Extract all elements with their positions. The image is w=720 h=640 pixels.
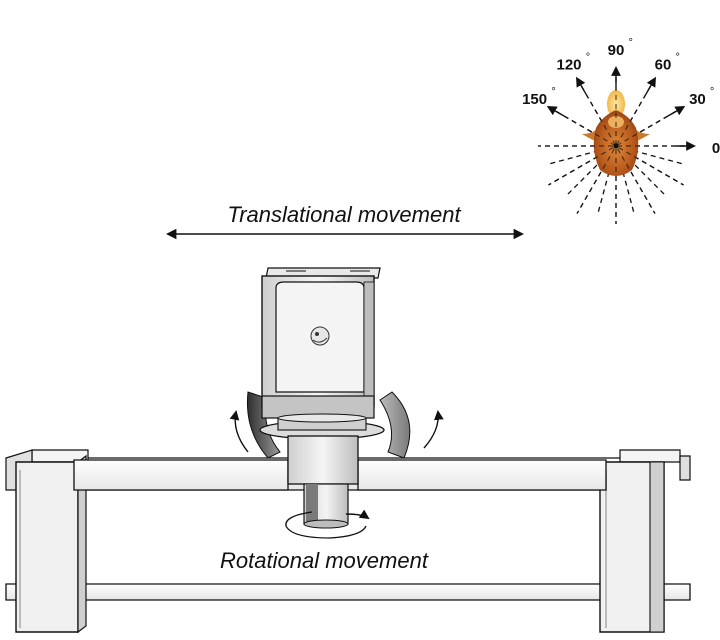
left-support [5,449,89,634]
angle-label: 60 [655,57,672,74]
angle-arrow-icon [645,76,656,95]
camera-lower-body [287,435,359,485]
degree-symbol: ° [551,86,555,98]
angle-arrow-icon [546,106,565,117]
tilt-arrow-right-icon [423,410,444,449]
degree-symbol: ° [710,86,714,98]
center-point [613,143,619,149]
right-support [599,449,691,633]
camera-lens [303,483,349,529]
spoke-line [548,106,684,186]
spoke-line [548,106,684,186]
camera-collar [259,413,385,440]
angle-label: 150 [522,91,547,108]
angle-arrow-icon [667,106,686,117]
spoke-line [576,78,656,214]
rotational-movement-label: Rotational movement [220,548,429,573]
degree-symbol: ° [629,37,633,49]
brand-logo-icon [310,326,330,346]
rotation-arc [246,391,411,459]
angle-arrow-icon [576,76,587,95]
bottom-rail [5,583,691,601]
tilt-arrow-left-icon [229,410,249,453]
angle-label: 90 [608,42,625,59]
spoke-line [576,78,656,214]
degree-symbol: ° [676,52,680,64]
angle-label: 30 [689,91,706,108]
angle-label: 120 [556,57,581,74]
front-rail [73,459,607,491]
degree-symbol: ° [586,52,590,64]
rotation-arrow-icon [285,509,370,539]
angle-diagram: 0°30°60°90°120°150° [522,37,720,224]
translational-movement-label: Translational movement [227,202,461,227]
angle-label: 0 [712,140,720,157]
